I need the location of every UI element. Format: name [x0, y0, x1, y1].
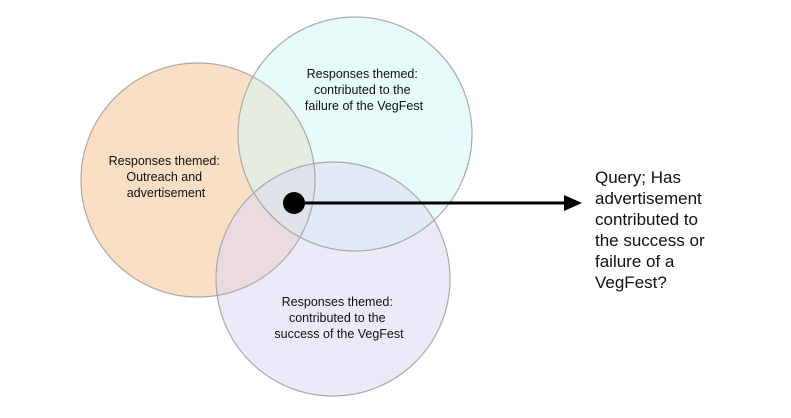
label-failure-line-2: contributed to the: [314, 83, 411, 97]
label-success: Responses themed: contributed to the suc…: [274, 295, 404, 341]
label-outreach-line-3: advertisement: [127, 186, 206, 200]
label-failure-line-1: Responses themed:: [307, 67, 418, 81]
circle-outreach-outline: [80, 62, 316, 298]
query-line-2: advertisement: [595, 189, 702, 208]
label-failure-line-3: failure of the VegFest: [305, 99, 424, 113]
intersection-dot: [283, 192, 305, 214]
label-outreach-line-2: Outreach and: [126, 170, 202, 184]
circle-success: [216, 162, 450, 396]
label-outreach-line-1: Responses themed:: [109, 154, 220, 168]
query-line-6: VegFest?: [595, 273, 667, 292]
circle-success-outline: [215, 161, 451, 397]
label-success-line-2: contributed to the: [289, 311, 386, 325]
query-line-1: Query; Has: [595, 168, 681, 187]
label-failure: Responses themed: contributed to the fai…: [305, 67, 424, 113]
label-success-line-1: Responses themed:: [282, 295, 393, 309]
label-outreach: Responses themed: Outreach and advertise…: [109, 154, 224, 200]
query-line-4: the success or: [595, 231, 705, 250]
query-arrow-head: [564, 195, 582, 211]
query-text: Query; Has advertisement contributed to …: [595, 168, 709, 292]
label-success-line-3: success of the VegFest: [274, 327, 404, 341]
query-line-5: failure of a: [595, 252, 675, 271]
circle-failure-outline: [237, 16, 473, 252]
query-line-3: contributed to: [595, 210, 698, 229]
